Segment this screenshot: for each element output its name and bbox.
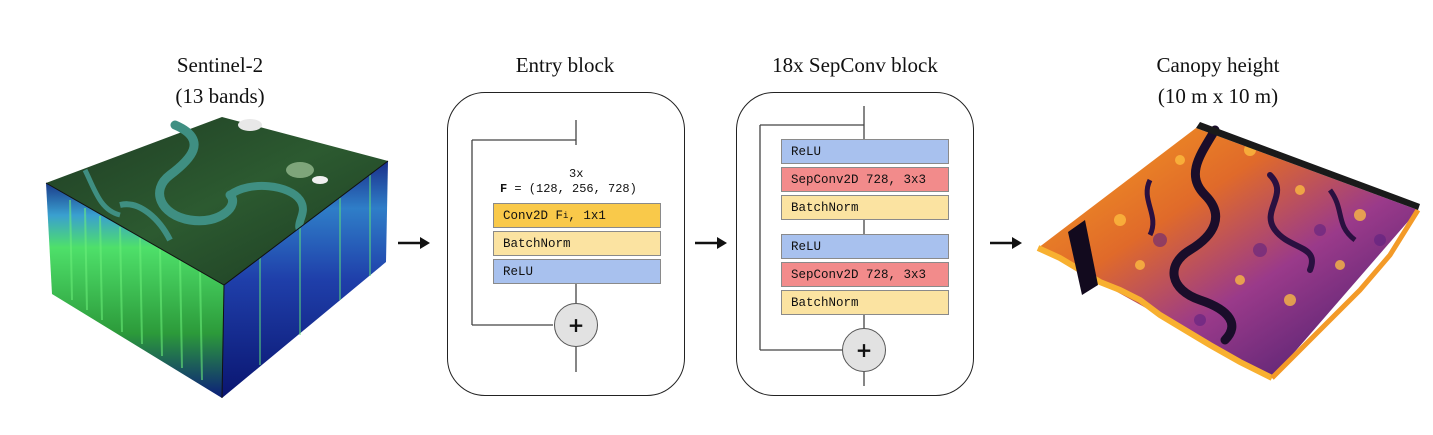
entry-relu-layer: ReLU bbox=[493, 259, 661, 284]
output-title: Canopy height (10 m x 10 m) bbox=[1118, 50, 1318, 112]
input-title: Sentinel-2 (13 bands) bbox=[120, 50, 320, 112]
sepconv-batchnorm-layer-1: BatchNorm bbox=[781, 195, 949, 220]
output-title-line1: Canopy height bbox=[1156, 53, 1280, 77]
entry-batchnorm-layer: BatchNorm bbox=[493, 231, 661, 256]
sepconv-sepconv2d-layer-2: SepConv2D 728, 3x3 bbox=[781, 262, 949, 287]
input-title-line2: (13 bands) bbox=[175, 84, 265, 108]
entry-conv2d-suffix: , 1x1 bbox=[568, 208, 606, 223]
sepconv-relu-layer-2: ReLU bbox=[781, 234, 949, 259]
entry-block-title: Entry block bbox=[515, 53, 615, 77]
entry-filters-symbol: F bbox=[500, 182, 508, 196]
entry-conv2d-sub: i bbox=[563, 210, 569, 221]
sepconv-add-node: + bbox=[842, 328, 886, 372]
arrow-sepconv-to-output bbox=[990, 237, 1022, 249]
entry-repeat-label: 3x bbox=[569, 167, 584, 181]
input-title-line1: Sentinel-2 bbox=[176, 53, 264, 77]
entry-filters-values: = (128, 256, 728) bbox=[507, 182, 637, 196]
entry-filters-label: F = (128, 256, 728) bbox=[500, 182, 637, 196]
sepconv-batchnorm-layer-2: BatchNorm bbox=[781, 290, 949, 315]
entry-add-node: + bbox=[554, 303, 598, 347]
entry-conv2d-prefix: Conv2D F bbox=[503, 208, 564, 223]
sepconv-sepconv2d-layer-1: SepConv2D 728, 3x3 bbox=[781, 167, 949, 192]
arrow-entry-to-sepconv bbox=[695, 237, 727, 249]
output-title-line2: (10 m x 10 m) bbox=[1157, 84, 1279, 108]
arrow-input-to-entry bbox=[398, 237, 430, 249]
sepconv-relu-layer-1: ReLU bbox=[781, 139, 949, 164]
sepconv-block-title: 18x SepConv block bbox=[772, 53, 938, 77]
